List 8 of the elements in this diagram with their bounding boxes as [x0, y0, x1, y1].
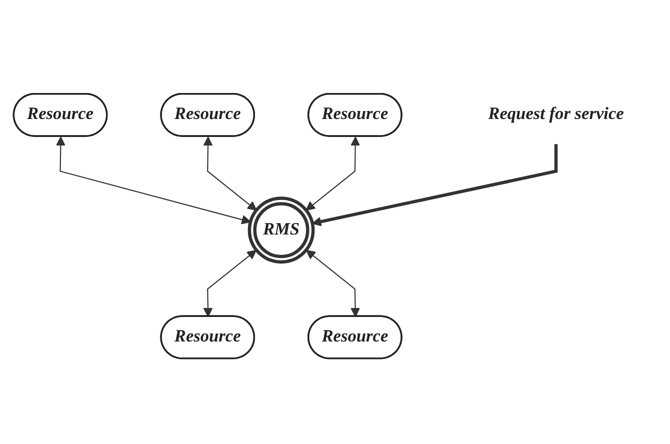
node-circle: RMS: [248, 196, 315, 264]
arrow: [306, 250, 360, 318]
arrow: [306, 136, 360, 211]
arrow: [312, 144, 558, 226]
node-text: Request for service: [488, 105, 624, 124]
arrow: [203, 136, 257, 211]
arrow: [203, 250, 256, 318]
arrow: [56, 136, 251, 224]
